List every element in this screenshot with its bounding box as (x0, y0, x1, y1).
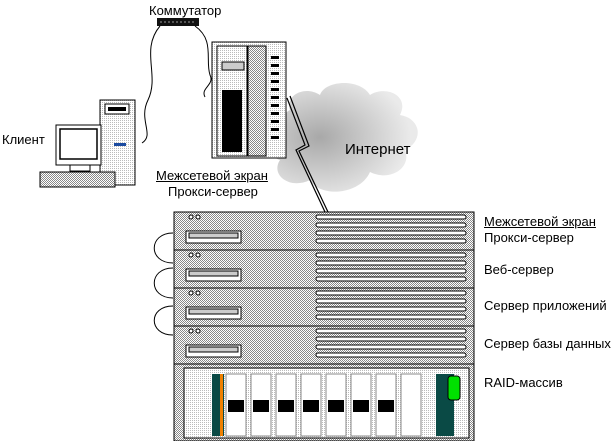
raid-disk (250, 373, 272, 437)
rack-label-proxy: Прокси-сервер (484, 230, 574, 245)
internet-cloud (267, 82, 418, 192)
raid-disk (225, 373, 247, 437)
raid-disk (375, 373, 397, 437)
lightning-link-icon (286, 95, 329, 213)
internet-label: Интернет (345, 141, 411, 158)
raid-disk (275, 373, 297, 437)
cable-switch-client (141, 25, 161, 144)
tower-label-proxy: Прокси-сервер (168, 184, 258, 199)
raid-disk (400, 373, 422, 437)
client-computer-icon (39, 99, 136, 188)
rack-server-unit (173, 287, 475, 327)
tower-server-icon (211, 41, 287, 159)
rack-label-firewall: Межсетевой экран (484, 214, 596, 229)
raid-status-led (447, 375, 461, 401)
rack-label-web: Веб-сервер (484, 262, 554, 277)
rack-label-db: Сервер базы данных (484, 336, 611, 351)
server-rack (173, 211, 475, 441)
rack-server-unit (173, 211, 475, 251)
rack-server-unit (173, 249, 475, 289)
switch-label: Коммутатор (149, 3, 222, 18)
client-label: Клиент (2, 132, 45, 147)
rack-label-app: Сервер приложений (484, 298, 607, 313)
raid-disk (350, 373, 372, 437)
raid-array-unit (173, 363, 475, 441)
rack-label-raid: RAID-массив (484, 375, 563, 390)
rack-server-unit (173, 325, 475, 365)
cable-switch-server (194, 25, 212, 98)
raid-disk (300, 373, 322, 437)
tower-label-firewall: Межсетевой экран (156, 168, 268, 183)
switch-icon (157, 18, 199, 26)
rack-cables (153, 232, 174, 336)
raid-disk (325, 373, 347, 437)
